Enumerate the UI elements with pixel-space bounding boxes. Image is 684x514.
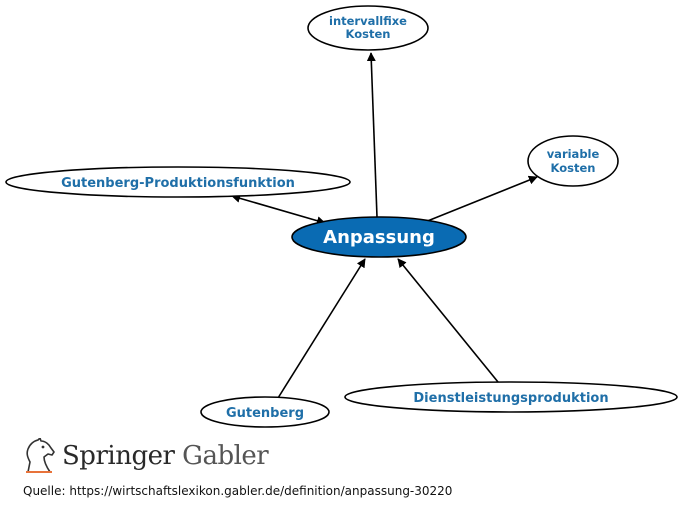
source-citation: Quelle: https://wirtschaftslexikon.gable… bbox=[23, 484, 453, 498]
node-intervallfixe-line1: intervallfixe bbox=[329, 14, 407, 28]
node-variable-line2: Kosten bbox=[551, 161, 596, 175]
node-gutenberg-pf-label: Gutenberg-Produktionsfunktion bbox=[61, 176, 295, 191]
node-variable-kosten[interactable]: variable Kosten bbox=[527, 135, 619, 187]
node-gutenberg-label: Gutenberg bbox=[226, 406, 304, 421]
node-anpassung-label: Anpassung bbox=[323, 227, 435, 248]
edge-to-variable bbox=[424, 175, 538, 223]
logo-gabler: Gabler bbox=[182, 441, 269, 471]
node-gutenberg[interactable]: Gutenberg bbox=[200, 396, 330, 428]
node-intervallfixe-line2: Kosten bbox=[346, 27, 391, 41]
node-dienstleistung-label: Dienstleistungsproduktion bbox=[413, 391, 608, 406]
edge-to-intervallfixe bbox=[366, 52, 378, 218]
springer-gabler-logo: Springer Gabler bbox=[22, 438, 269, 474]
node-gutenberg-produktionsfunktion[interactable]: Gutenberg-Produktionsfunktion bbox=[5, 166, 351, 198]
horse-head-icon bbox=[26, 438, 55, 473]
node-anpassung[interactable]: Anpassung bbox=[291, 216, 467, 258]
node-variable-line1: variable bbox=[547, 147, 600, 161]
edge-from-gutenberg bbox=[277, 258, 366, 399]
node-intervallfixe-kosten[interactable]: intervallfixe Kosten bbox=[307, 5, 429, 51]
logo-springer: Springer bbox=[62, 441, 175, 471]
node-dienstleistungsproduktion[interactable]: Dienstleistungsproduktion bbox=[344, 381, 678, 413]
edge-from-dienstleistung bbox=[397, 258, 499, 383]
edge-gutenberg-pf bbox=[231, 193, 326, 226]
